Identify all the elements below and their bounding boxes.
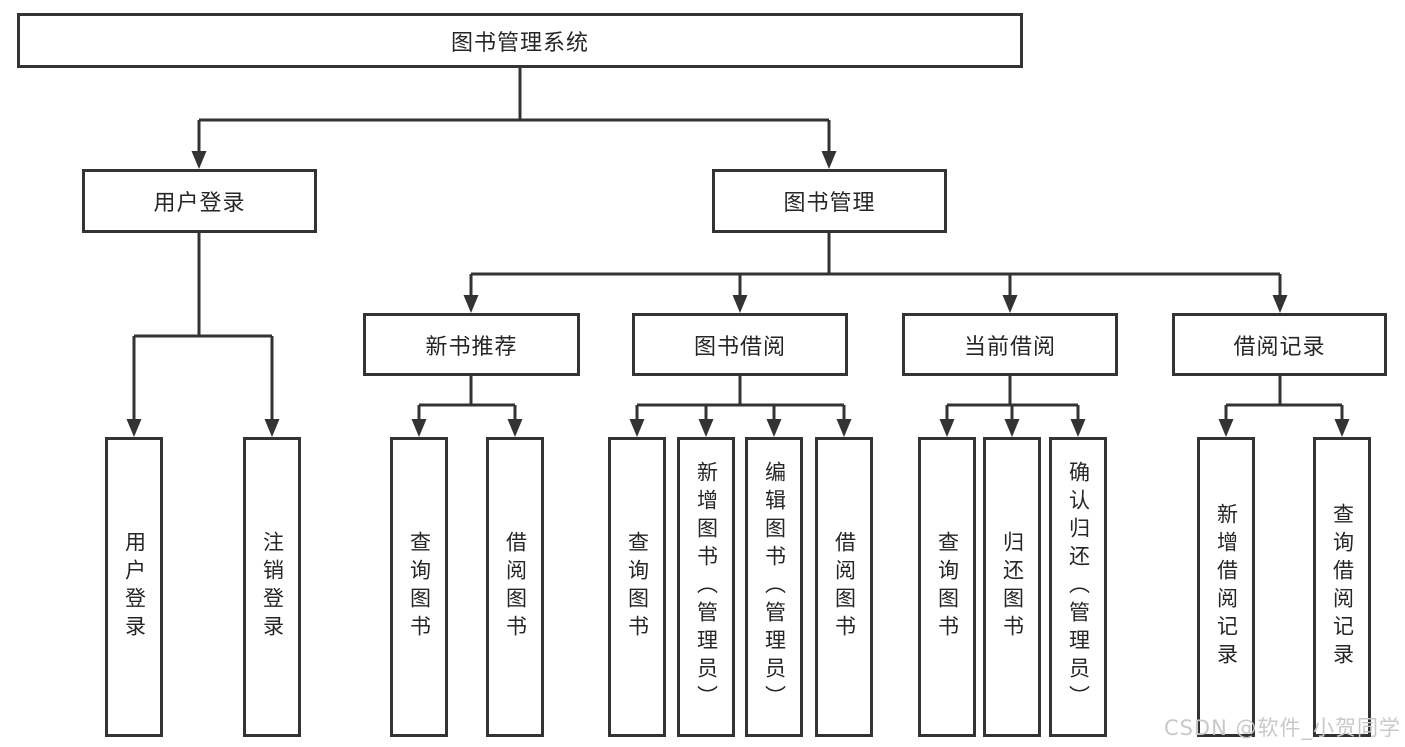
leaf-borrow-books: 借阅图书 — [815, 437, 873, 737]
leaf-borrow-books-recommend: 借阅图书 — [486, 437, 544, 737]
node-book-borrowing: 图书借阅 — [632, 313, 848, 376]
node-borrowing-records-label: 借阅记录 — [1233, 334, 1326, 360]
leaf-add-borrow-record: 新增借阅记录 — [1197, 437, 1255, 737]
leaf-query-books-current-label: 查询图书 — [935, 531, 960, 643]
node-library-system: 图书管理系统 — [17, 13, 1023, 68]
leaf-query-books-current: 查询图书 — [918, 437, 976, 737]
leaf-logout-label: 注销登录 — [260, 531, 285, 643]
node-new-book-recommend: 新书推荐 — [363, 313, 580, 376]
leaf-add-books-admin: 新增图书（管理员） — [677, 437, 735, 737]
csdn-watermark: CSDN @软件_小贺同学 — [1163, 716, 1401, 740]
leaf-borrow-books-label: 借阅图书 — [832, 531, 857, 643]
leaf-query-borrow-record-label: 查询借阅记录 — [1330, 503, 1355, 671]
node-book-borrowing-label: 图书借阅 — [693, 334, 786, 360]
node-new-book-recommend-label: 新书推荐 — [425, 334, 518, 360]
leaf-query-books-recommend: 查询图书 — [390, 437, 448, 737]
leaf-return-books-label: 归还图书 — [1000, 531, 1025, 643]
node-library-system-label: 图书管理系统 — [450, 30, 589, 56]
leaf-add-borrow-record-label: 新增借阅记录 — [1214, 503, 1239, 671]
leaf-confirm-return-admin-label: 确认归还（管理员） — [1066, 461, 1091, 713]
leaf-return-books: 归还图书 — [983, 437, 1041, 737]
node-user-login-group: 用户登录 — [82, 169, 317, 233]
node-user-login-group-label: 用户登录 — [153, 191, 246, 216]
leaf-add-books-admin-label: 新增图书（管理员） — [694, 461, 719, 713]
node-book-management: 图书管理 — [712, 169, 947, 233]
leaf-edit-books-admin: 编辑图书（管理员） — [745, 437, 803, 737]
leaf-confirm-return-admin: 确认归还（管理员） — [1049, 437, 1107, 737]
node-book-management-label: 图书管理 — [783, 191, 876, 216]
leaf-query-books-borrowing-label: 查询图书 — [625, 531, 650, 643]
leaf-edit-books-admin-label: 编辑图书（管理员） — [762, 461, 787, 713]
node-borrowing-records: 借阅记录 — [1172, 313, 1387, 376]
connector-lines — [132, 68, 1344, 421]
leaf-logout: 注销登录 — [243, 437, 301, 737]
leaf-query-borrow-record: 查询借阅记录 — [1313, 437, 1371, 737]
leaf-query-books-borrowing: 查询图书 — [608, 437, 666, 737]
leaf-borrow-books-recommend-label: 借阅图书 — [503, 531, 528, 643]
node-current-borrowing-label: 当前借阅 — [963, 334, 1056, 360]
leaf-user-login-label: 用户登录 — [122, 531, 147, 643]
node-current-borrowing: 当前借阅 — [902, 313, 1118, 376]
leaf-user-login: 用户登录 — [105, 437, 163, 737]
leaf-query-books-recommend-label: 查询图书 — [407, 531, 432, 643]
